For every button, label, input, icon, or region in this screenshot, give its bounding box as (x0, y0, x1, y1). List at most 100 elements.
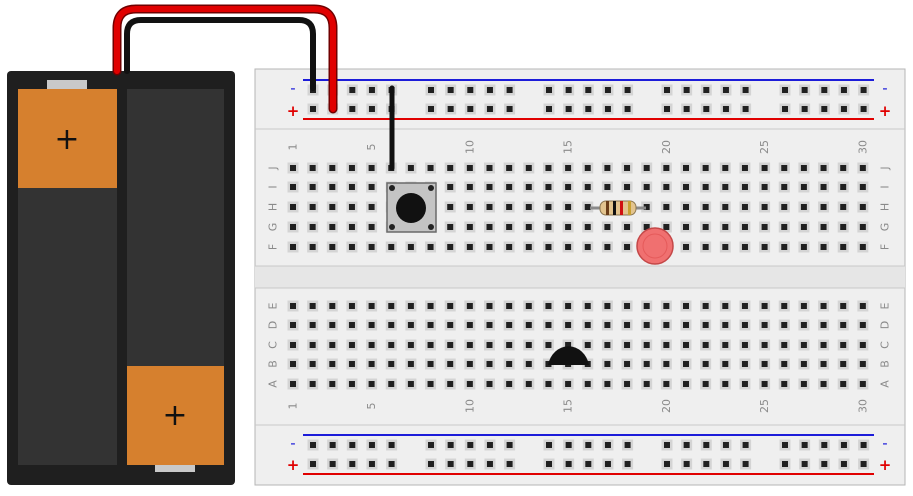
hole-H14[interactable] (545, 204, 552, 210)
hole-G18[interactable] (624, 224, 631, 230)
hole-I4[interactable] (348, 184, 355, 190)
hole-J24[interactable] (741, 165, 748, 171)
bottom-rail-negative-hole[interactable] (329, 442, 336, 448)
hole-G19[interactable] (643, 224, 650, 230)
hole-H27[interactable] (800, 204, 807, 210)
top-rail-positive-hole[interactable] (604, 106, 611, 112)
hole-I27[interactable] (800, 184, 807, 190)
bottom-rail-positive-hole[interactable] (821, 461, 828, 467)
hole-G29[interactable] (840, 224, 847, 230)
hole-B25[interactable] (761, 361, 768, 367)
hole-E29[interactable] (840, 303, 847, 309)
bottom-rail-negative-hole[interactable] (860, 442, 867, 448)
bottom-rail-negative-hole[interactable] (428, 442, 434, 448)
bottom-rail-positive-hole[interactable] (801, 461, 808, 467)
hole-A5[interactable] (368, 381, 375, 387)
hole-I15[interactable] (565, 184, 572, 190)
bottom-rail-negative-hole[interactable] (565, 442, 572, 448)
hole-H28[interactable] (820, 204, 827, 210)
hole-G26[interactable] (781, 224, 788, 230)
hole-H22[interactable] (702, 204, 709, 210)
hole-D20[interactable] (663, 322, 670, 328)
hole-J4[interactable] (348, 165, 355, 171)
hole-I5[interactable] (368, 184, 375, 190)
top-rail-negative-hole[interactable] (349, 87, 356, 93)
hole-I18[interactable] (624, 184, 631, 190)
hole-C4[interactable] (348, 342, 355, 348)
hole-A9[interactable] (447, 381, 454, 387)
hole-E1[interactable] (290, 303, 296, 309)
hole-E20[interactable] (663, 303, 670, 309)
hole-E27[interactable] (800, 303, 807, 309)
hole-D7[interactable] (407, 322, 414, 328)
hole-J14[interactable] (545, 165, 552, 171)
hole-C27[interactable] (800, 342, 807, 348)
hole-C9[interactable] (447, 342, 454, 348)
hole-F27[interactable] (800, 244, 807, 250)
top-rail-negative-hole[interactable] (821, 87, 828, 93)
hole-C10[interactable] (466, 342, 473, 348)
hole-D10[interactable] (466, 322, 473, 328)
hole-G13[interactable] (525, 224, 532, 230)
hole-E10[interactable] (466, 303, 473, 309)
hole-C7[interactable] (407, 342, 414, 348)
bottom-rail-positive-hole[interactable] (368, 461, 375, 467)
bottom-rail-positive-hole[interactable] (604, 461, 611, 467)
bottom-rail-positive-hole[interactable] (664, 461, 670, 467)
hole-H23[interactable] (722, 204, 729, 210)
hole-A21[interactable] (683, 381, 689, 387)
hole-J26[interactable] (781, 165, 788, 171)
hole-E5[interactable] (368, 303, 375, 309)
bottom-rail-positive-hole[interactable] (624, 461, 631, 467)
hole-B8[interactable] (427, 361, 434, 367)
hole-C22[interactable] (702, 342, 709, 348)
bottom-rail-negative-hole[interactable] (467, 442, 474, 448)
hole-D28[interactable] (820, 322, 827, 328)
hole-E22[interactable] (702, 303, 709, 309)
hole-C8[interactable] (427, 342, 434, 348)
top-rail-positive-hole[interactable] (722, 106, 729, 112)
hole-I12[interactable] (506, 184, 513, 190)
hole-E30[interactable] (859, 303, 866, 309)
hole-F23[interactable] (722, 244, 729, 250)
top-rail-positive-hole[interactable] (624, 106, 631, 112)
hole-E18[interactable] (624, 303, 631, 309)
hole-G20[interactable] (663, 224, 670, 230)
hole-G16[interactable] (584, 224, 591, 230)
top-rail-positive-hole[interactable] (428, 106, 434, 112)
top-rail-positive-hole[interactable] (821, 106, 828, 112)
red-wire[interactable] (114, 6, 336, 112)
hole-E17[interactable] (604, 303, 611, 309)
hole-D19[interactable] (643, 322, 650, 328)
hole-F28[interactable] (820, 244, 827, 250)
bottom-rail-negative-hole[interactable] (388, 442, 395, 448)
hole-C23[interactable] (722, 342, 729, 348)
hole-J19[interactable] (643, 165, 650, 171)
hole-E9[interactable] (447, 303, 454, 309)
hole-I24[interactable] (741, 184, 748, 190)
hole-B28[interactable] (820, 361, 827, 367)
hole-B20[interactable] (663, 361, 670, 367)
hole-C2[interactable] (309, 342, 316, 348)
hole-A26[interactable] (781, 381, 788, 387)
bottom-rail-negative-hole[interactable] (349, 442, 356, 448)
hole-D17[interactable] (604, 322, 611, 328)
hole-D13[interactable] (525, 322, 532, 328)
hole-D29[interactable] (840, 322, 847, 328)
bottom-rail-negative-hole[interactable] (722, 442, 729, 448)
top-rail-negative-hole[interactable] (467, 87, 474, 93)
top-rail-positive-hole[interactable] (506, 106, 513, 112)
hole-G12[interactable] (506, 224, 513, 230)
hole-D26[interactable] (781, 322, 788, 328)
hole-H11[interactable] (486, 204, 493, 210)
hole-I19[interactable] (643, 184, 650, 190)
hole-J30[interactable] (859, 165, 866, 171)
top-rail-negative-hole[interactable] (703, 87, 710, 93)
hole-F26[interactable] (781, 244, 788, 250)
hole-I25[interactable] (761, 184, 768, 190)
hole-A14[interactable] (545, 381, 552, 387)
top-rail-negative-hole[interactable] (506, 87, 513, 93)
top-rail-positive-hole[interactable] (546, 106, 552, 112)
hole-E3[interactable] (329, 303, 336, 309)
hole-C3[interactable] (329, 342, 336, 348)
